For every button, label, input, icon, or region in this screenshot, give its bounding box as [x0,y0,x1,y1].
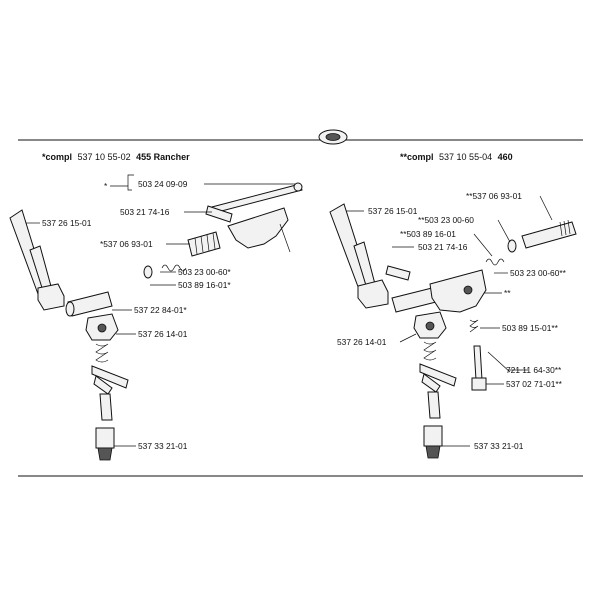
left-label-p7: 537 22 84-01* [134,305,187,315]
right-washer-top [507,239,517,253]
right-label-p12: 537 33 21-01 [474,441,524,451]
right-label-p9: 503 89 15-01** [502,323,559,333]
left-assembly [9,174,303,461]
right-label-p4: **503 89 16-01 [400,229,456,239]
left-header-model: 455 Rancher [136,152,190,162]
right-lever-block [357,279,389,309]
right-coil-spring [423,341,437,361]
right-label-p1: **537 06 93-01 [466,191,522,201]
left-washer [143,265,153,279]
right-label-p5: 503 21 74-16 [418,242,468,252]
left-label-p5: 503 23 00-60* [178,267,231,277]
right-label-p11: 537 02 71-01** [506,379,563,389]
left-label-p9: 537 33 21-01 [138,441,188,451]
left-label-p3: 537 26 15-01 [42,218,92,228]
left-label-p2: 503 21 74-16 [120,207,170,217]
right-bracket [429,269,487,313]
left-label-star: * [104,181,108,191]
right-assembly [329,195,577,459]
right-wing-plate [419,363,457,387]
left-wing-plate [91,365,129,389]
left-label-p1: 503 24 09-09 [138,179,188,189]
right-header: **compl 537 10 55-04 460 [400,152,513,162]
left-spring [161,264,187,272]
right-label-p3: **503 23 00-60 [418,215,474,225]
right-lower-rod [427,391,441,419]
right-long-rod [521,221,577,249]
left-header-number: 537 10 55-02 [78,152,131,162]
left-screw [205,205,233,223]
right-header-number: 537 10 55-04 [439,152,492,162]
left-label-p6: 503 89 16-01* [178,280,231,290]
right-small-spring [469,319,479,333]
right-label-p7: ** [504,288,511,298]
left-sleeve [187,231,221,257]
right-spring [485,258,505,266]
left-label-p8: 537 26 14-01 [138,329,188,339]
right-label-p6: 503 23 00-60** [510,268,567,278]
right-label-p10: 721 11 64-30** [506,365,562,375]
right-header-model: 460 [498,152,513,162]
right-label-p2: 537 26 15-01 [368,206,418,216]
right-header-prefix: **compl [400,152,434,162]
left-header-prefix: *compl [42,152,72,162]
right-pin [473,345,483,381]
right-plug [423,425,443,447]
right-label-p8: 537 26 14-01 [337,337,387,347]
left-label-p4: *537 06 93-01 [100,239,153,249]
left-lever-block [37,283,65,311]
left-shaft [67,291,113,317]
left-header: *compl 537 10 55-02 455 Rancher [42,152,190,162]
left-trigger-rod [207,183,303,215]
left-bracket [227,207,289,249]
left-lower-rod [99,393,113,421]
left-coil-spring [95,343,109,363]
left-plug [95,427,115,449]
right-screw [385,265,411,281]
top-partial-part [318,129,348,145]
